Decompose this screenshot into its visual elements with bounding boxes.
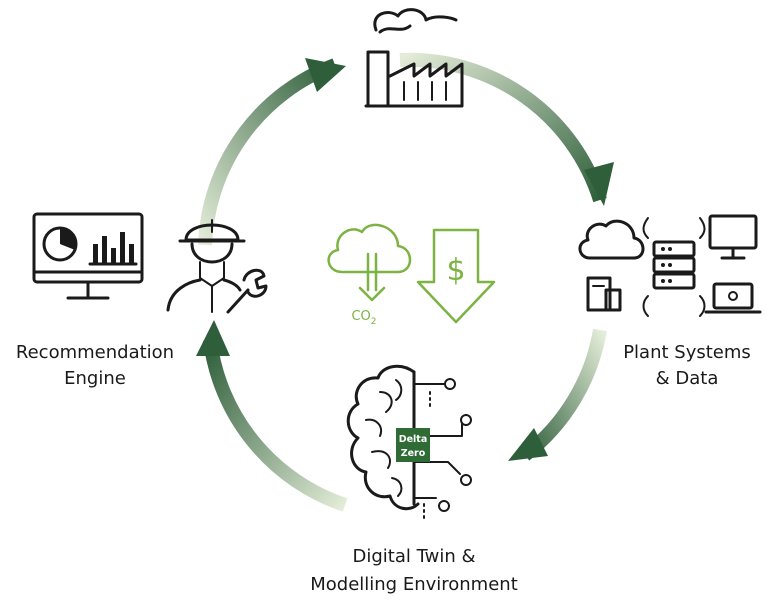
document-icon: [586, 276, 622, 312]
label-plant-line1: Plant Systems: [623, 342, 751, 363]
server-icon: [642, 217, 706, 317]
factory-icon: [364, 8, 464, 108]
plant-systems-icons: [578, 214, 762, 317]
badge-line1: Delta: [399, 434, 428, 445]
laptop-icon: [704, 282, 762, 314]
delta-zero-badge: Delta Zero: [396, 428, 430, 462]
cycle-arc-top-right: [399, 52, 607, 203]
dashboard-monitor-icon: [32, 212, 144, 300]
cycle-arc-bottom-left: [203, 339, 348, 512]
arrowhead-bottom-right: [508, 428, 548, 461]
dollar-sign: $: [446, 253, 465, 288]
label-recommendation-line1: Recommendation: [16, 342, 174, 363]
label-twin-line2: Modelling Environment: [310, 574, 518, 595]
arrowhead-top-left: [305, 58, 346, 92]
co2-label: CO2: [351, 309, 376, 327]
cloud-icon: [578, 219, 645, 260]
arrowhead-top-right: [584, 162, 614, 206]
arrowhead-left: [196, 320, 230, 356]
cycle-arc-top-left: [198, 58, 338, 246]
dollar-down-arrow-icon: $: [416, 228, 496, 324]
label-plant-line2: & Data: [656, 368, 719, 389]
label-recommendation-line2: Engine: [64, 368, 126, 389]
cycle-ring: [196, 52, 614, 512]
engineer-icon: [166, 219, 246, 313]
label-twin-line1: Digital Twin &: [352, 546, 475, 567]
cloud-co2-down-icon: CO2: [327, 223, 412, 327]
wrench-icon: [226, 268, 268, 314]
monitor-icon: [708, 214, 758, 260]
badge-line2: Zero: [401, 448, 426, 459]
